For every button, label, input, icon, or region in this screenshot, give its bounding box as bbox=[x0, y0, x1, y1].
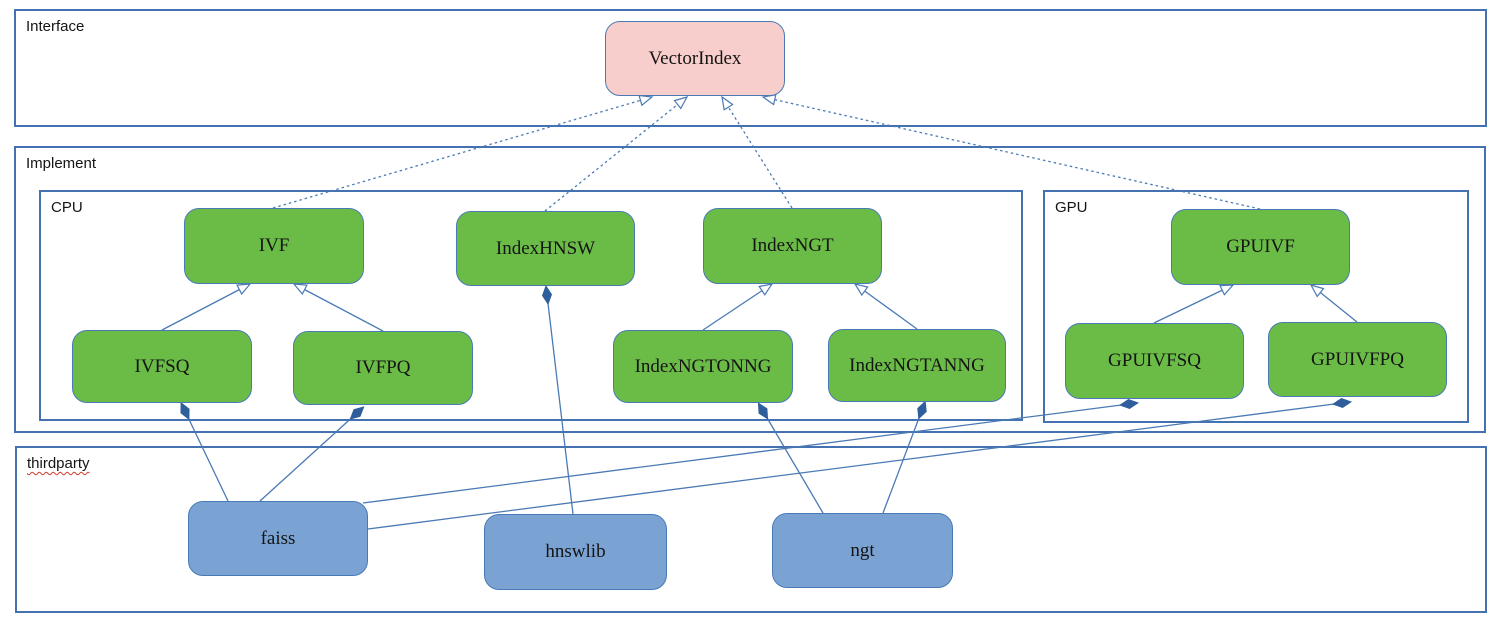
node-ivf[interactable]: IVF bbox=[184, 208, 364, 284]
node-indexngtanng[interactable]: IndexNGTANNG bbox=[828, 329, 1006, 402]
node-indexngtanng-label: IndexNGTANNG bbox=[849, 354, 985, 376]
node-indexngtonng[interactable]: IndexNGTONNG bbox=[613, 330, 793, 403]
container-cpu-label: CPU bbox=[51, 199, 83, 217]
node-indexngtonng-label: IndexNGTONNG bbox=[634, 355, 772, 377]
node-gpuivfpq[interactable]: GPUIVFPQ bbox=[1268, 322, 1447, 397]
node-ivf-label: IVF bbox=[258, 235, 290, 256]
node-indexhnsw-label: IndexHNSW bbox=[495, 237, 596, 259]
node-hnswlib-label: hnswlib bbox=[545, 541, 606, 562]
node-indexngt-label: IndexNGT bbox=[751, 235, 834, 256]
node-ivfpq[interactable]: IVFPQ bbox=[293, 331, 473, 405]
node-indexngt[interactable]: IndexNGT bbox=[703, 208, 882, 284]
container-gpu-label: GPU bbox=[1055, 199, 1088, 217]
node-gpuivf[interactable]: GPUIVF bbox=[1171, 209, 1350, 285]
node-ivfsq-label: IVFSQ bbox=[134, 355, 190, 377]
node-ivfsq[interactable]: IVFSQ bbox=[72, 330, 252, 403]
container-interface-label: Interface bbox=[26, 18, 85, 36]
node-vectorindex[interactable]: VectorIndex bbox=[605, 21, 785, 96]
node-ivfpq-label: IVFPQ bbox=[355, 357, 411, 378]
node-gpuivfsq-label: GPUIVFSQ bbox=[1108, 350, 1201, 371]
node-gpuivfpq-label: GPUIVFPQ bbox=[1311, 348, 1404, 370]
node-faiss[interactable]: faiss bbox=[188, 501, 368, 576]
node-ngt[interactable]: ngt bbox=[772, 513, 953, 588]
node-vectorindex-label: VectorIndex bbox=[648, 47, 742, 69]
node-hnswlib[interactable]: hnswlib bbox=[484, 514, 667, 590]
container-thirdparty-label: thirdparty bbox=[27, 455, 90, 473]
node-ngt-label: ngt bbox=[850, 539, 875, 561]
node-faiss-label: faiss bbox=[260, 527, 296, 549]
node-gpuivfsq[interactable]: GPUIVFSQ bbox=[1065, 323, 1244, 399]
container-implement-label: Implement bbox=[26, 155, 97, 173]
node-gpuivf-label: GPUIVF bbox=[1226, 236, 1295, 257]
node-indexhnsw[interactable]: IndexHNSW bbox=[456, 211, 635, 286]
